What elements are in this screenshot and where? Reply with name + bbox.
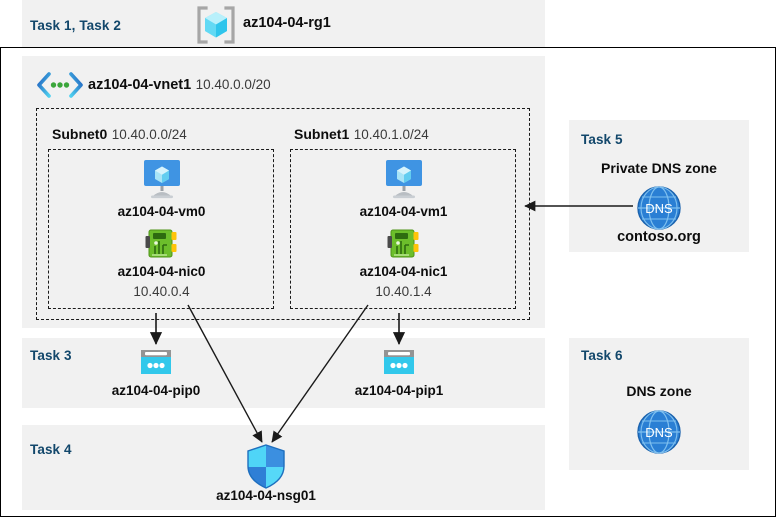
task5-zone-name: contoso.org <box>617 229 701 245</box>
vnet-panel <box>22 56 545 328</box>
subnet-1: Subnet1 10.40.1.0/24 az104-04-vm1 <box>286 116 521 312</box>
subnet-1-name: Subnet1 <box>294 126 350 142</box>
nsg-name: az104-04-nsg01 <box>216 488 316 503</box>
subnet-0-inner-box <box>48 149 274 309</box>
subnet-0-cidr: 10.40.0.0/24 <box>111 127 187 142</box>
subnet-1-nic-name: az104-04-nic1 <box>359 264 448 279</box>
dns-zone-icon: DNS <box>635 408 683 456</box>
task4-label: Task 4 <box>30 442 72 457</box>
network-security-group-icon <box>246 444 286 490</box>
task3-label: Task 3 <box>30 348 72 363</box>
subnet-1-inner-box <box>290 149 516 309</box>
public-ip-address-icon <box>382 348 416 378</box>
subnet-0-vm-name: az104-04-vm0 <box>117 204 206 219</box>
subnet-0: Subnet0 10.40.0.0/24 az104-04-vm0 <box>44 116 279 312</box>
virtual-network-icon <box>36 72 84 98</box>
public-ip-address-icon <box>139 348 173 378</box>
task6-label: Task 6 <box>581 348 623 363</box>
vnet-label: az104-04-vnet1 10.40.0.0/20 <box>88 76 271 94</box>
vnet-name: az104-04-vnet1 <box>88 77 192 93</box>
task6-dns-icon-text: DNS <box>645 425 673 440</box>
subnet-1-cidr: 10.40.1.0/24 <box>353 127 429 142</box>
network-interface-icon <box>387 228 421 260</box>
subnet-0-nic-name: az104-04-nic0 <box>117 264 206 279</box>
network-interface-icon <box>145 228 179 260</box>
task1-task2-label: Task 1, Task 2 <box>30 18 121 33</box>
subnet-1-vm-name: az104-04-vm1 <box>359 204 448 219</box>
virtual-machine-icon <box>382 158 426 200</box>
resource-group-icon <box>196 6 236 44</box>
subnet-0-name: Subnet0 <box>52 126 108 142</box>
pip0-name: az104-04-pip0 <box>111 383 201 398</box>
vnet-cidr: 10.40.0.0/20 <box>195 77 271 92</box>
task5-dns-icon-text: DNS <box>645 201 673 216</box>
task6-heading: DNS zone <box>626 383 692 399</box>
task5-label: Task 5 <box>581 132 623 147</box>
task1-task2-panel <box>22 0 545 47</box>
subnet-0-nic-ip: 10.40.0.4 <box>133 284 190 299</box>
dns-zone-icon: DNS <box>635 184 683 232</box>
resource-group-name: az104-04-rg1 <box>243 15 331 31</box>
virtual-machine-icon <box>140 158 184 200</box>
task5-panel <box>569 120 749 252</box>
subnet-1-nic-ip: 10.40.1.4 <box>375 284 432 299</box>
pip1-name: az104-04-pip1 <box>354 383 444 398</box>
task5-heading: Private DNS zone <box>601 160 717 176</box>
